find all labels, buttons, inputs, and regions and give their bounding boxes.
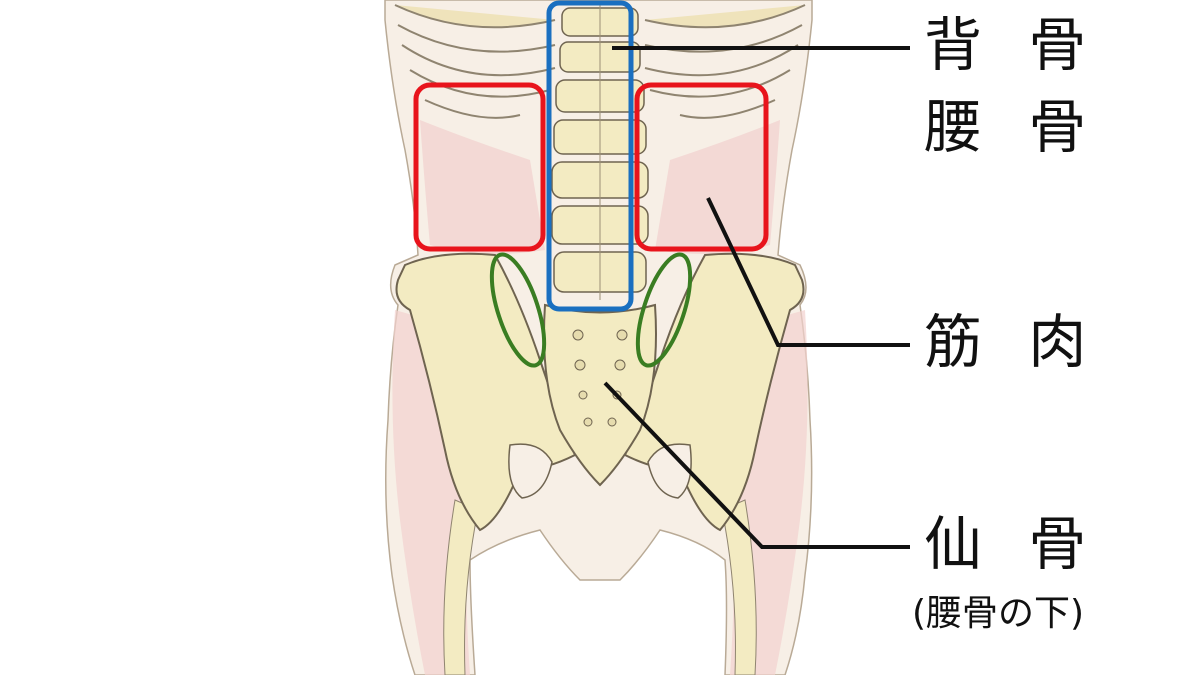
left-obturator-foramen [508, 443, 553, 499]
spine-highlight-box [546, 0, 634, 312]
right-sacroiliac-joint-ellipse [635, 252, 693, 368]
left-femur [443, 499, 479, 675]
vertebral-column [551, 5, 649, 300]
left-back-muscle [420, 120, 545, 254]
label-lumbar: 腰 骨 [924, 93, 1101, 161]
label-muscle: 筋 肉 [924, 308, 1101, 376]
muscle-leader-line [706, 197, 910, 347]
left-sacroiliac-joint-ellipse [489, 252, 547, 368]
right-femur [721, 499, 757, 675]
left-muscle-highlight-box [413, 82, 546, 252]
label-sacrum-note: (腰骨の下) [912, 593, 1085, 634]
pelvis [395, 252, 805, 532]
rib-cage [394, 4, 806, 119]
sacral-foramina [572, 329, 628, 427]
right-muscle-highlight-box [634, 82, 769, 252]
right-back-muscle [655, 120, 780, 254]
sacrum-bone [543, 303, 657, 487]
sacrum-leader-line [603, 381, 910, 549]
leader-lines [603, 46, 910, 549]
label-sacrum: 仙 骨 [924, 510, 1101, 578]
label-spine: 背 骨 [924, 11, 1101, 79]
